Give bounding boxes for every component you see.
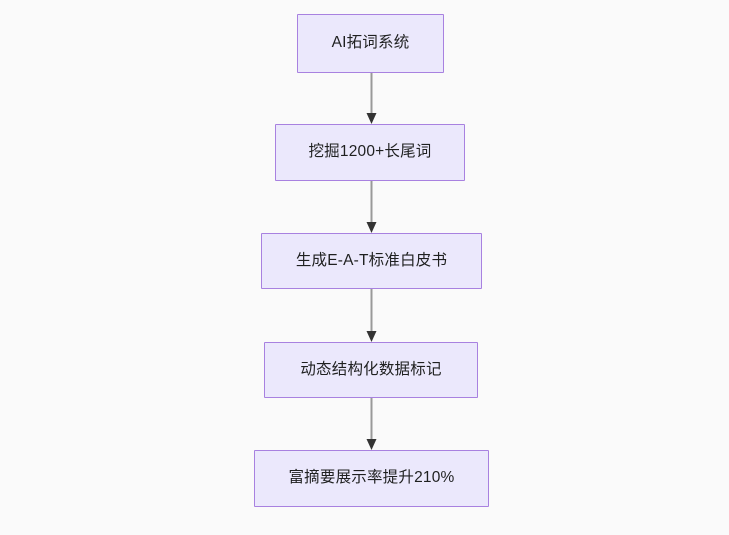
- node-label: 富摘要展示率提升210%: [288, 469, 455, 487]
- node-label: AI拓词系统: [331, 34, 410, 52]
- edge-n4-n5: [366, 398, 377, 450]
- edge-n3-n4: [366, 289, 377, 342]
- edge-n1-n2: [366, 73, 377, 124]
- node-label: 动态结构化数据标记: [300, 360, 442, 378]
- flowchart-node-rich-snippet-impression-lift[interactable]: 富摘要展示率提升210%: [254, 450, 489, 507]
- flowchart-node-ai-keyword-system[interactable]: AI拓词系统: [297, 14, 444, 73]
- node-label: 挖掘1200+长尾词: [308, 143, 432, 161]
- flowchart-node-mine-longtail-keywords[interactable]: 挖掘1200+长尾词: [275, 124, 465, 181]
- edge-n2-n3: [366, 181, 377, 233]
- flowchart-node-generate-eat-whitepaper[interactable]: 生成E-A-T标准白皮书: [261, 233, 482, 289]
- flowchart-node-dynamic-structured-data-markup[interactable]: 动态结构化数据标记: [264, 342, 478, 398]
- node-label: 生成E-A-T标准白皮书: [295, 251, 448, 269]
